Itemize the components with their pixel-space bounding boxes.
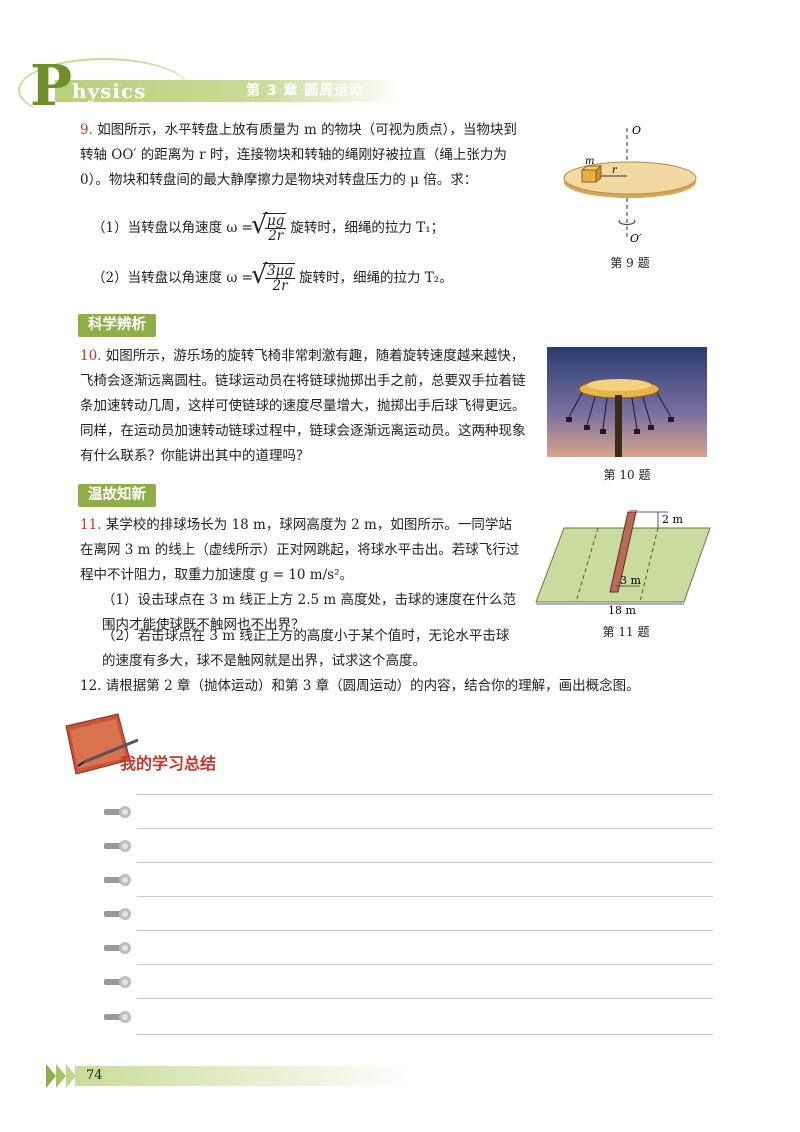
part-2-numerator: 3μg — [265, 263, 296, 279]
question-10-text: 如图所示，游乐场的旋转飞椅非常刺激有趣，随着旋转速度越来越快，飞椅会逐渐远离圆柱… — [80, 348, 526, 464]
part-2-fraction: 3μg 2r — [265, 263, 296, 294]
chapter-title: 第 3 章 圆周运动 — [246, 83, 365, 99]
question-11-part-2: （2）若击球点在 3 m 线正上方的高度小于某个值时，无论水平击球的速度有多大，… — [102, 628, 510, 669]
figure-11-caption: 第 11 题 — [602, 625, 650, 639]
label-r: r — [612, 165, 618, 176]
section-title-review: 温故知新 — [78, 484, 156, 507]
bullet-pencil-icon — [104, 976, 131, 988]
part-1-sqrt: μg 2r — [251, 210, 287, 244]
bullet-pencil-icon — [104, 874, 131, 886]
summary-line — [137, 1034, 713, 1035]
question-12-number: 12. — [80, 678, 102, 694]
part-1-numerator: μg — [265, 213, 287, 229]
part-1-fraction: μg 2r — [265, 213, 287, 244]
label-o-prime: O′ — [630, 232, 642, 245]
question-9-number: 9. — [80, 122, 93, 138]
question-12: 12. 请根据第 2 章（抛体运动）和第 3 章（圆周运动）的内容，结合你的理解… — [80, 674, 720, 699]
part-1-denominator: 2r — [268, 228, 284, 244]
question-11-number: 11. — [80, 517, 102, 533]
summary-line — [137, 794, 713, 795]
figure-10-swing-ride-photo — [547, 347, 707, 457]
notebook-pen-icon — [65, 713, 139, 775]
question-10: 10. 如图所示，游乐场的旋转飞椅非常刺激有趣，随着旋转速度越来越快，飞椅会逐渐… — [80, 344, 528, 469]
question-11-text: 某学校的排球场长为 18 m，球网高度为 2 m，如图所示。一同学站在离网 3 … — [80, 517, 520, 583]
figure-11-volleyball-court: 2 m 3 m 18 m — [535, 510, 711, 614]
part-1-prefix: （1）当转盘以角速度 ω = — [92, 219, 253, 236]
label-m: m — [585, 156, 594, 167]
question-9-part-2: （2）当转盘以角速度 ω = 3μg 2r 旋转时，细绳的拉力 T₂。 — [92, 258, 532, 298]
figure-10-caption: 第 10 题 — [603, 468, 651, 482]
part-2-suffix: 旋转时，细绳的拉力 T₂。 — [299, 269, 453, 286]
brand-initial: P — [30, 53, 73, 119]
summary-title: 我的学习总结 — [120, 754, 217, 773]
summary-line — [137, 828, 713, 829]
label-o: O — [632, 124, 641, 137]
question-11: 11. 某学校的排球场长为 18 m，球网高度为 2 m，如图所示。一同学站在离… — [80, 513, 525, 588]
part-2-sqrt: 3μg 2r — [251, 260, 296, 294]
part-2-prefix: （2）当转盘以角速度 ω = — [92, 269, 253, 286]
header-arc — [18, 58, 190, 122]
summary-line — [137, 998, 713, 999]
bullet-pencil-icon — [104, 908, 131, 920]
label-net-height: 2 m — [662, 513, 683, 526]
label-18m: 18 m — [608, 604, 636, 614]
page-number: 74 — [86, 1068, 103, 1083]
section-title-science: 科学辨析 — [78, 314, 156, 337]
header-band — [55, 80, 400, 102]
question-12-text: 请根据第 2 章（抛体运动）和第 3 章（圆周运动）的内容，结合你的理解，画出概… — [105, 678, 640, 694]
summary-line — [137, 862, 713, 863]
brand-word: hysics — [72, 79, 147, 103]
bullet-pencil-icon — [104, 942, 131, 954]
bullet-pencil-icon — [104, 840, 131, 852]
bullet-pencil-icon — [104, 1011, 131, 1023]
part-2-denominator: 2r — [272, 278, 288, 294]
part-1-suffix: 旋转时，细绳的拉力 T₁； — [290, 219, 445, 236]
summary-line — [137, 896, 713, 897]
bullet-pencil-icon — [104, 806, 131, 818]
summary-line — [137, 930, 713, 931]
label-3m: 3 m — [620, 574, 641, 587]
summary-line — [137, 964, 713, 965]
figure-9-caption: 第 9 题 — [610, 256, 650, 270]
question-9-part-1: （1）当转盘以角速度 ω = μg 2r 旋转时，细绳的拉力 T₁； — [92, 208, 532, 248]
question-9-text: 如图所示，水平转盘上放有质量为 m 的物块（可视为质点），当物块到转轴 OO′ … — [80, 122, 517, 188]
question-10-number: 10. — [80, 348, 102, 364]
question-9: 9. 如图所示，水平转盘上放有质量为 m 的物块（可视为质点），当物块到转轴 O… — [80, 118, 520, 193]
footer-chevrons-icon — [46, 1064, 76, 1088]
question-11-part-1: （1）设击球点在 3 m 线正上方 2.5 m 高度处，击球的速度在什么范围内才… — [102, 592, 516, 633]
figure-9-turntable: O O′ m r — [563, 124, 697, 245]
footer-band — [75, 1066, 415, 1086]
